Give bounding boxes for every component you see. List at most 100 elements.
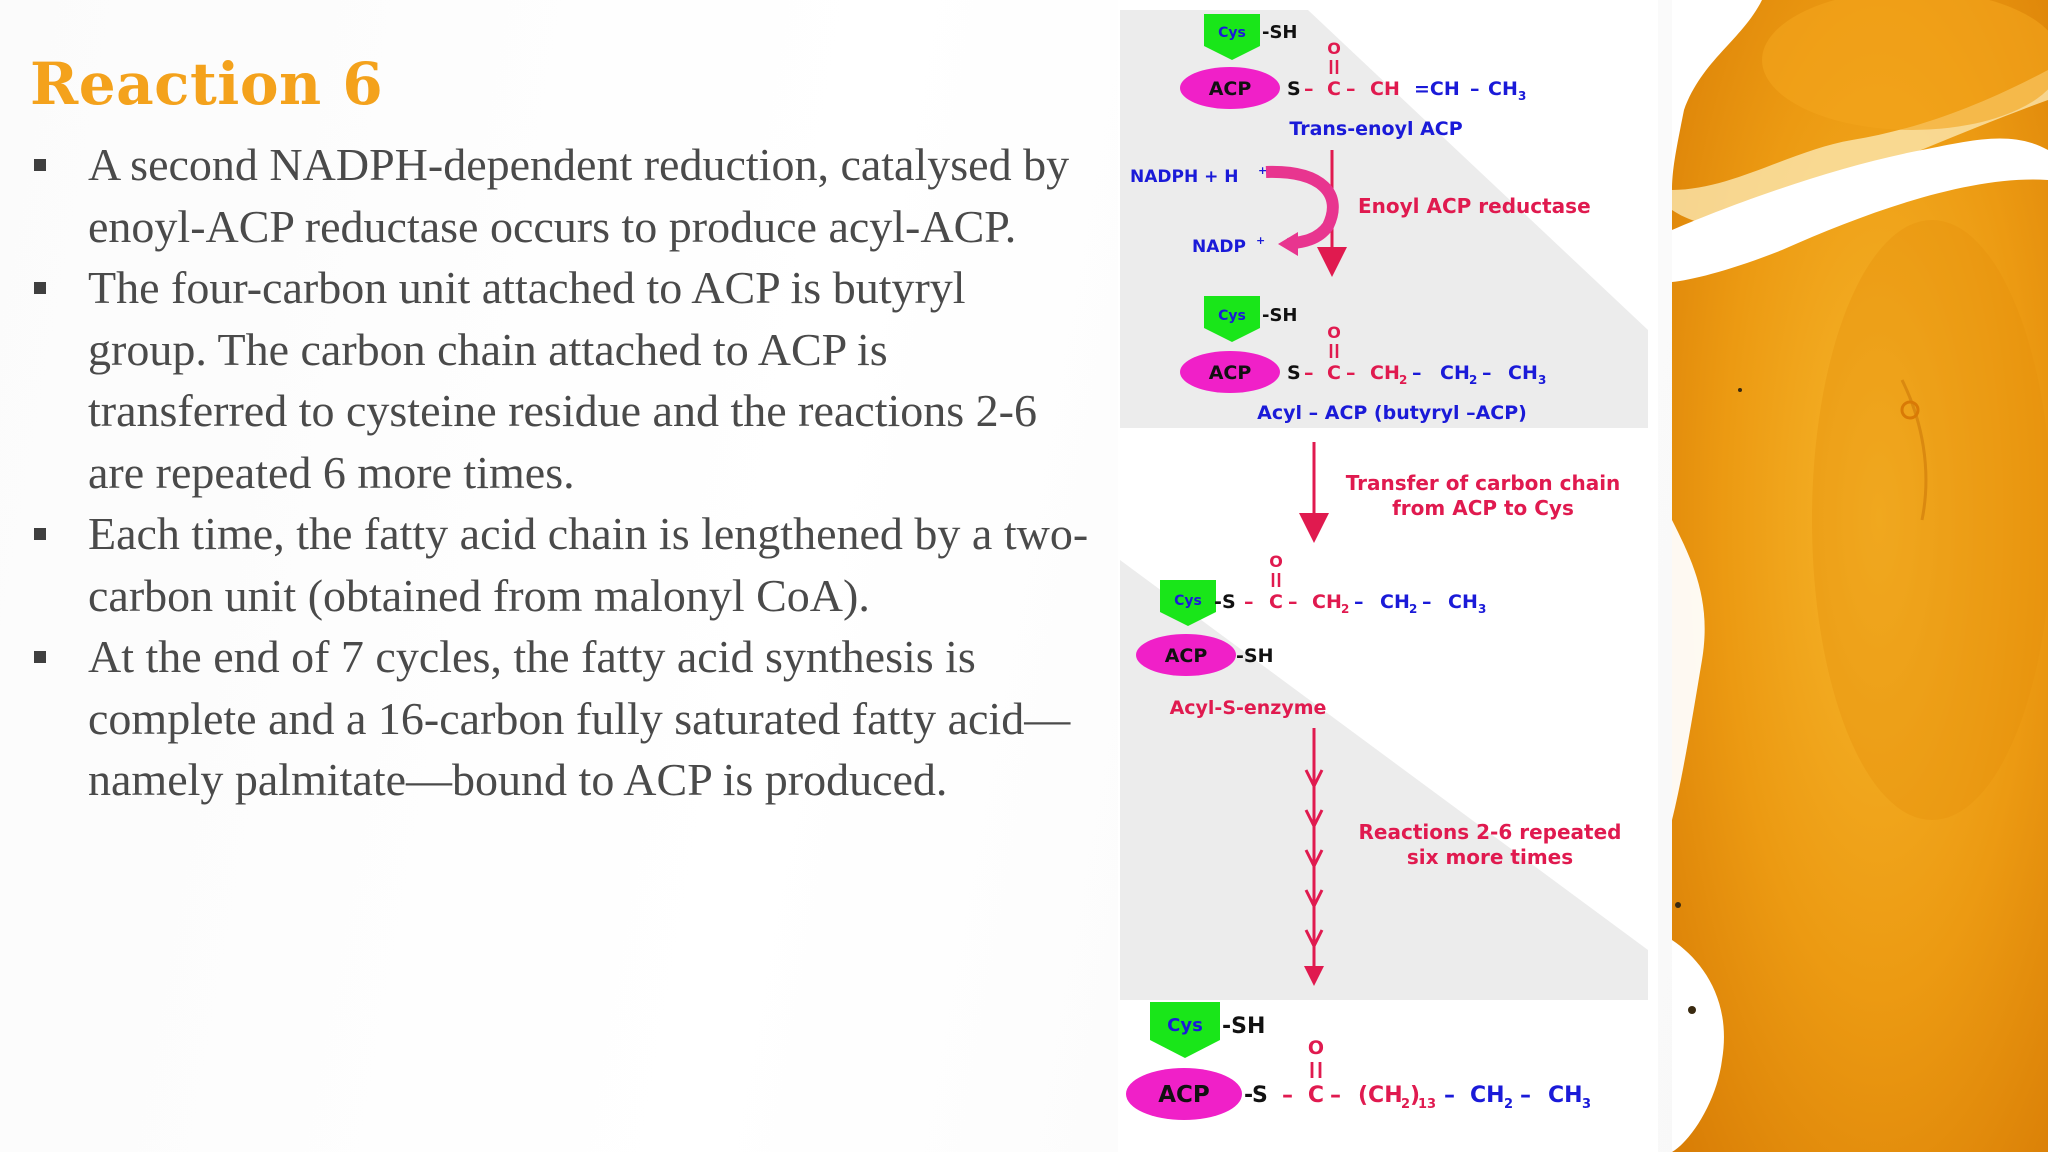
bullet-text: Each time, the fatty acid chain is lengt… <box>88 508 1089 621</box>
oxygen-atom: O <box>1327 39 1341 58</box>
acp-oval <box>1180 67 1280 109</box>
sh-label: -SH <box>1262 22 1298 43</box>
chevron-down-icon <box>1304 809 1324 830</box>
nadph-curved-arrow <box>1265 165 1339 250</box>
nadph-label: NADPH + H <box>1130 167 1239 187</box>
ch3-group: CH <box>1508 362 1538 384</box>
bullet-text: At the end of 7 cycles, the fatty acid s… <box>88 631 1071 805</box>
svg-text:–: – <box>1330 1083 1341 1108</box>
oxygen-atom: O <box>1269 552 1283 571</box>
double-bond-ch: =CH <box>1414 78 1460 100</box>
nadph-plus: + <box>1258 164 1267 177</box>
nadp-label: NADP <box>1192 237 1246 257</box>
carbonyl-carbon: C <box>1269 591 1283 613</box>
acp-oval <box>1180 351 1280 393</box>
ch2-group: CH <box>1440 362 1470 384</box>
svg-text:3: 3 <box>1582 1097 1591 1112</box>
cys-label: Cys <box>1167 1015 1203 1036</box>
chain-group: (CH <box>1358 1083 1403 1108</box>
cys-label: Cys <box>1218 308 1246 324</box>
repeat-label-line2: six more times <box>1407 845 1573 869</box>
oxygen-atom: O <box>1327 323 1341 342</box>
decorative-paint-panel <box>1672 0 2048 1152</box>
svg-text:–: – <box>1244 591 1254 613</box>
svg-text:–: – <box>1346 362 1356 384</box>
sh-label: -SH <box>1222 1014 1265 1039</box>
bullet-list: A second NADPH-dependent reduction, cata… <box>30 134 1090 811</box>
repeat-step: Reactions 2-6 repeated six more times <box>1304 728 1621 986</box>
step-caption: Acyl-S-enzyme <box>1170 697 1327 719</box>
step-trans-enoyl-acp: Cys -SH ACP S O – C – CH =CH – CH 3 Tran… <box>1180 14 1526 140</box>
ch3-group: CH <box>1488 78 1518 100</box>
bullet-text: The four-carbon unit attached to ACP is … <box>88 262 1037 498</box>
cys-pentagon <box>1150 1002 1220 1058</box>
repeat-label-line1: Reactions 2-6 repeated <box>1359 820 1622 844</box>
svg-text:–: – <box>1520 1083 1531 1108</box>
wedge-highlight-2 <box>1120 560 1648 950</box>
acp-label: ACP <box>1158 1082 1210 1108</box>
svg-text:3: 3 <box>1538 373 1546 387</box>
square-bullet-icon <box>34 651 46 663</box>
step-acyl-s-enzyme: Cys - S O – C – CH 2 – CH 2 – CH 3 ACP -… <box>1136 552 1486 719</box>
bullet-item: A second NADPH-dependent reduction, cata… <box>30 134 1090 257</box>
curved-arrow-head-icon <box>1278 232 1298 256</box>
svg-text:2: 2 <box>1409 602 1417 616</box>
cys-pentagon <box>1160 580 1216 626</box>
bullet-item: At the end of 7 cycles, the fatty acid s… <box>30 626 1090 811</box>
ch2-group: CH <box>1380 591 1410 613</box>
acp-label: ACP <box>1209 362 1252 384</box>
s-atom: S <box>1287 362 1301 384</box>
ch2-group: CH <box>1370 362 1400 384</box>
svg-text:3: 3 <box>1478 602 1486 616</box>
chevron-down-icon <box>1304 849 1324 870</box>
step-butyryl-acp: Cys -SH ACP S O – C – CH 2 – CH 2 – CH 3… <box>1180 296 1546 424</box>
svg-text:–: – <box>1354 591 1364 613</box>
svg-text:–: – <box>1470 78 1480 100</box>
transfer-step: Transfer of carbon chain from ACP to Cys <box>1299 442 1620 543</box>
svg-text:–: – <box>1412 362 1422 384</box>
svg-text:–: – <box>1288 591 1298 613</box>
svg-text:2: 2 <box>1469 373 1477 387</box>
svg-text:): ) <box>1410 1083 1420 1108</box>
svg-text:–: – <box>1422 591 1432 613</box>
svg-text:–: – <box>1304 78 1314 100</box>
ch3-subscript: 3 <box>1518 89 1526 103</box>
svg-text:-: - <box>1244 1083 1253 1108</box>
svg-text:–: – <box>1346 78 1356 100</box>
enoyl-reductase-step: NADPH + H + NADP + Enoyl ACP reductase <box>1130 150 1591 277</box>
ch2-group: CH <box>1470 1083 1505 1108</box>
chevron-down-icon <box>1304 929 1324 950</box>
step-palmitoyl-acp: Cys -SH ACP - S O – C – (CH 2 ) 13 – CH … <box>1126 1002 1591 1120</box>
carbonyl-carbon: C <box>1327 362 1341 384</box>
s-atom: S <box>1287 78 1301 100</box>
svg-text:–: – <box>1282 1083 1293 1108</box>
square-bullet-icon <box>34 528 46 540</box>
square-bullet-icon <box>34 159 46 171</box>
sh-label: -SH <box>1262 305 1298 326</box>
step-caption: Trans-enoyl ACP <box>1289 118 1462 140</box>
carbonyl-carbon: C <box>1327 78 1341 100</box>
ch3-group: CH <box>1448 591 1478 613</box>
ch-group: CH <box>1370 78 1400 100</box>
ch3-group: CH <box>1548 1083 1583 1108</box>
svg-text:–: – <box>1304 362 1314 384</box>
ch2-group: CH <box>1312 591 1342 613</box>
enzyme-label: Enoyl ACP reductase <box>1358 194 1591 218</box>
svg-text:–: – <box>1444 1083 1455 1108</box>
paint-texture <box>1672 0 2048 1152</box>
svg-text:–: – <box>1482 362 1492 384</box>
arrow-head-icon <box>1304 966 1324 986</box>
oxygen-atom: O <box>1308 1037 1324 1059</box>
acp-label: ACP <box>1209 78 1252 100</box>
repeat-count-subscript: 13 <box>1418 1097 1436 1112</box>
svg-text:2: 2 <box>1401 1097 1410 1112</box>
bullet-item: The four-carbon unit attached to ACP is … <box>30 257 1090 503</box>
square-bullet-icon <box>34 282 46 294</box>
step-caption: Acyl – ACP (butyryl –ACP) <box>1257 402 1527 424</box>
carbonyl-carbon: C <box>1308 1083 1324 1108</box>
chevron-down-icon <box>1304 889 1324 910</box>
wedge-highlight <box>1308 10 1648 330</box>
svg-text:2: 2 <box>1504 1097 1513 1112</box>
fatty-acid-synthesis-diagram: Cys -SH ACP S O – C – CH =CH – CH 3 Tran… <box>1118 0 1658 1152</box>
cys-pentagon <box>1204 296 1260 342</box>
